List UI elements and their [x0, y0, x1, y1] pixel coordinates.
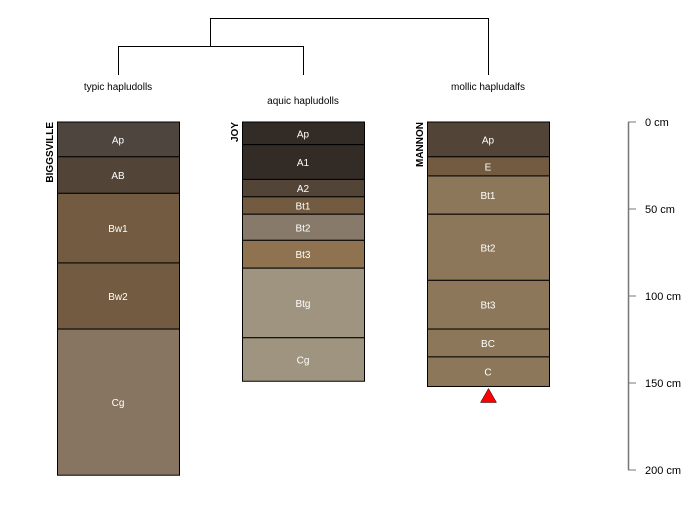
horizon-ab	[57, 156, 180, 194]
horizon-label: Bt3	[295, 250, 310, 261]
horizon-label: C	[484, 368, 491, 379]
horizon-label: A2	[297, 184, 310, 195]
taxon-label-0: typic hapludolls	[84, 82, 152, 93]
horizon-label: Ap	[482, 135, 495, 146]
bedrock-triangle-icon	[480, 387, 497, 403]
horizon-bw2	[57, 262, 180, 330]
horizon-label: Bw2	[108, 292, 128, 303]
horizon-label: Cg	[297, 356, 310, 367]
horizon-a1	[242, 144, 365, 180]
taxon-label-2: mollic hapludalfs	[451, 82, 525, 93]
horizon-label: AB	[111, 171, 125, 182]
profile-name: MANNON	[415, 122, 426, 167]
horizon-btg	[242, 267, 365, 339]
horizon-label: Ap	[112, 135, 125, 146]
profile-name: BIGGSVILLE	[45, 122, 56, 183]
horizon-label: Bt1	[480, 191, 495, 202]
axis-tick-label: 50 cm	[645, 204, 675, 216]
horizon-bt2	[427, 213, 550, 281]
depth-axis: 0 cm 50 cm 100 cm 150 cm 200 cm	[627, 117, 681, 477]
horizon-bt2	[242, 213, 365, 241]
horizon-bt3	[427, 279, 550, 330]
horizon-label: Bt1	[295, 202, 310, 213]
horizon-label: Bw1	[108, 224, 128, 235]
axis-tick-label: 200 cm	[645, 465, 681, 477]
taxon-label-1: aquic hapludolls	[267, 96, 339, 107]
horizon-label: Ap	[297, 129, 310, 140]
horizon-label: BC	[481, 339, 495, 350]
horizon-label: Bt2	[295, 223, 310, 234]
horizon-label: Cg	[112, 398, 125, 409]
horizon-label: Btg	[295, 299, 310, 310]
axis-tick-label: 150 cm	[645, 378, 681, 390]
dendrogram-left-branch	[118, 46, 304, 75]
axis-tick-label: 100 cm	[645, 291, 681, 303]
horizon-label: Bt2	[480, 243, 495, 254]
horizon-label: A1	[297, 158, 310, 169]
horizon-cg	[57, 328, 180, 476]
horizon-label: Bt3	[480, 301, 495, 312]
dendrogram	[118, 18, 489, 75]
dendrogram-root-branch	[210, 18, 489, 75]
horizon-cg	[242, 337, 365, 382]
horizon-c	[427, 356, 550, 387]
axis-tick-label: 0 cm	[645, 117, 669, 129]
profile-name: JOY	[230, 122, 241, 142]
horizon-label: E	[485, 162, 492, 173]
horizon-bc	[427, 328, 550, 358]
